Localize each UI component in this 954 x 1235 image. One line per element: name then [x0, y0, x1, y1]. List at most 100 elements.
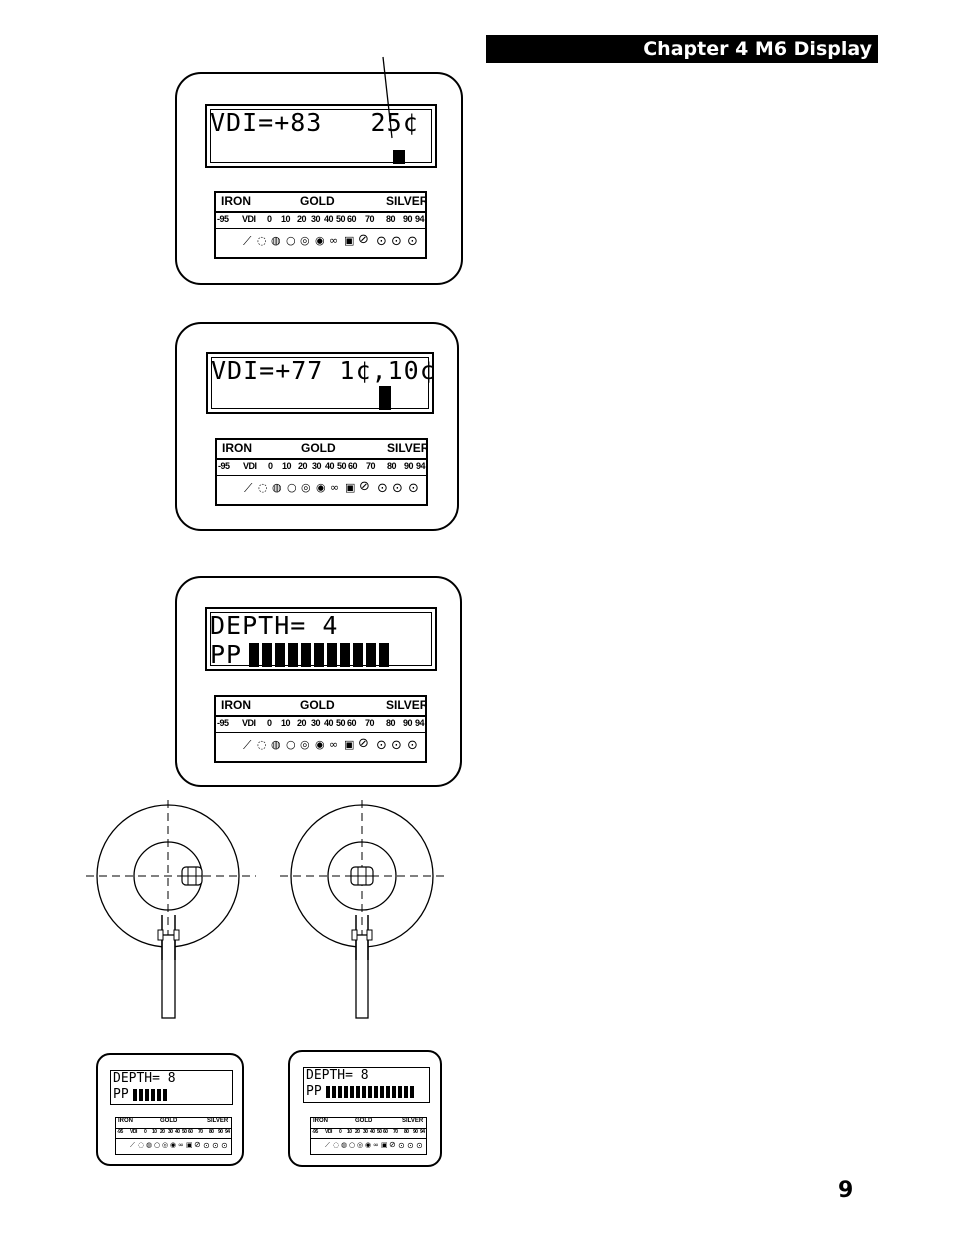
scale-num: 30 [168, 1129, 173, 1135]
scale-silver-label: SILVER [387, 441, 428, 455]
discrimination-scale: IRON GOLD SILVER -95 VDI 0 10 20 30 40 5… [310, 1117, 427, 1155]
scale-num: 20 [298, 461, 308, 471]
scale-num: 90 [403, 718, 413, 728]
detector-display-small-right: DEPTH= 8 PP IRON GOLD SILVER -95 VDI 0 1… [288, 1050, 442, 1167]
depth-bar-segment [350, 1086, 354, 1098]
scale-num: 80 [404, 1129, 409, 1135]
scale-num: 80 [386, 214, 396, 224]
chain-icon: ∞ [178, 1141, 184, 1149]
coin-1c-icon: ⊙ [203, 1141, 210, 1150]
coin-1c-icon: ⊙ [376, 234, 387, 249]
lcd-line-2: PP [113, 1087, 129, 1102]
can-icon: ▣ [345, 481, 356, 494]
coin-1c-icon: ⊙ [377, 481, 388, 496]
target-icons: ⟋ ◌ ◍ ○ ◎ ◉ ∞ ▣ ⊘ ⊙ ⊙ ⊙ [217, 475, 426, 504]
depth-bar-segment [398, 1086, 402, 1098]
depth-bar-segment [344, 1086, 348, 1098]
screw-cap-icon: ⊘ [359, 479, 370, 494]
scale-header: IRON GOLD SILVER [216, 193, 425, 213]
screw-cap-icon: ⊘ [389, 1140, 396, 1149]
lcd-screen-border [211, 357, 429, 409]
scale-num: 0 [268, 461, 273, 471]
discrimination-scale: IRON GOLD SILVER -95 VDI 0 10 20 30 40 5… [215, 438, 428, 506]
depth-bar-segment [404, 1086, 408, 1098]
coin-25c-icon: ⊙ [221, 1141, 228, 1150]
scale-num: 30 [363, 1129, 368, 1135]
lcd-line-2: PP [210, 640, 243, 669]
ring-icon: ○ [287, 481, 297, 494]
scale-num: 50 [337, 461, 347, 471]
scale-iron-label: IRON [221, 194, 251, 208]
depth-bar-segment [380, 1086, 384, 1098]
lcd-cursor [379, 386, 391, 410]
lcd-line-1: DEPTH= 8 [113, 1071, 176, 1086]
depth-bar-segment [366, 643, 376, 667]
scale-num: 60 [347, 214, 357, 224]
scale-num: 90 [404, 461, 414, 471]
depth-bar-segment [362, 1086, 366, 1098]
scale-silver-label: SILVER [386, 194, 427, 208]
scale-num: 70 [365, 718, 375, 728]
scale-num: 50 [336, 214, 346, 224]
coin-1c-icon: ⊙ [376, 738, 387, 753]
scale-num: -95 [312, 1129, 318, 1135]
discrimination-scale: IRON GOLD SILVER -95 VDI 0 10 20 30 40 5… [115, 1117, 232, 1155]
scale-num: 40 [324, 718, 334, 728]
scale-num: 40 [370, 1129, 375, 1135]
scale-num: 20 [297, 718, 307, 728]
depth-bar-segment [301, 643, 311, 667]
chapter-title: Chapter 4 M6 Display [643, 38, 872, 60]
lcd-cursor [393, 150, 405, 164]
scale-header: IRON GOLD SILVER [216, 697, 425, 717]
coin-5c-icon: ◉ [170, 1141, 177, 1149]
depth-bar-segment [374, 1086, 378, 1098]
depth-bar-segment [314, 643, 324, 667]
depth-bar-segment [157, 1089, 161, 1101]
scale-gold-label: GOLD [300, 698, 335, 712]
detector-display-vdi-77: VDI=+77 1¢,10¢ IRON GOLD SILVER -95 VDI … [175, 322, 459, 531]
scale-num: 94 [415, 718, 425, 728]
gold-nugget-icon: ◎ [300, 234, 310, 247]
depth-bar-segment [353, 643, 363, 667]
page-number: 9 [838, 1178, 854, 1203]
lcd-screen: VDI=+77 1¢,10¢ [206, 352, 435, 414]
depth-bar-segment [262, 643, 272, 667]
coin-10c-icon: ⊙ [212, 1141, 219, 1150]
depth-bar-segment [386, 1086, 390, 1098]
coin-5c-icon: ◉ [315, 738, 325, 751]
scale-num: 90 [413, 1129, 418, 1135]
coin-25c-icon: ⊙ [407, 738, 418, 753]
scale-silver-label: SILVER [402, 1118, 424, 1124]
pull-tab-icon: ◌ [138, 1141, 145, 1149]
scale-num: 94 [420, 1129, 425, 1135]
scale-numbers: -95 VDI 0 10 20 30 40 50 60 70 80 90 94 [116, 1128, 231, 1139]
scale-iron-label: IRON [313, 1118, 328, 1124]
scale-num: 0 [267, 214, 272, 224]
coin-10c-icon: ⊙ [391, 234, 402, 249]
scale-num: 70 [393, 1129, 398, 1135]
scale-num: 70 [365, 214, 375, 224]
can-icon: ▣ [186, 1141, 193, 1149]
scale-silver-label: SILVER [207, 1118, 229, 1124]
scale-num: 70 [198, 1129, 203, 1135]
coin-5c-icon: ◉ [365, 1141, 372, 1149]
scale-num: VDI [130, 1129, 137, 1135]
scale-num: -95 [218, 461, 230, 471]
coin-1c-icon: ⊙ [398, 1141, 405, 1150]
depth-bar-segment [151, 1089, 155, 1101]
depth-bar-segment [163, 1089, 167, 1101]
gold-nugget-icon: ◎ [162, 1141, 169, 1149]
coin-5c-icon: ◉ [316, 481, 326, 494]
chapter-title-bar: Chapter 4 M6 Display [486, 35, 878, 63]
depth-bar-segment [249, 643, 259, 667]
scale-iron-label: IRON [222, 441, 252, 455]
depth-bar-segment [392, 1086, 396, 1098]
ring-icon: ○ [154, 1141, 161, 1149]
scale-header: IRON GOLD SILVER [311, 1118, 426, 1129]
gold-nugget-icon: ◎ [357, 1141, 364, 1149]
scale-num: 60 [188, 1129, 193, 1135]
scale-num: 50 [377, 1129, 382, 1135]
scale-num: 70 [366, 461, 376, 471]
chain-icon: ∞ [330, 481, 340, 494]
